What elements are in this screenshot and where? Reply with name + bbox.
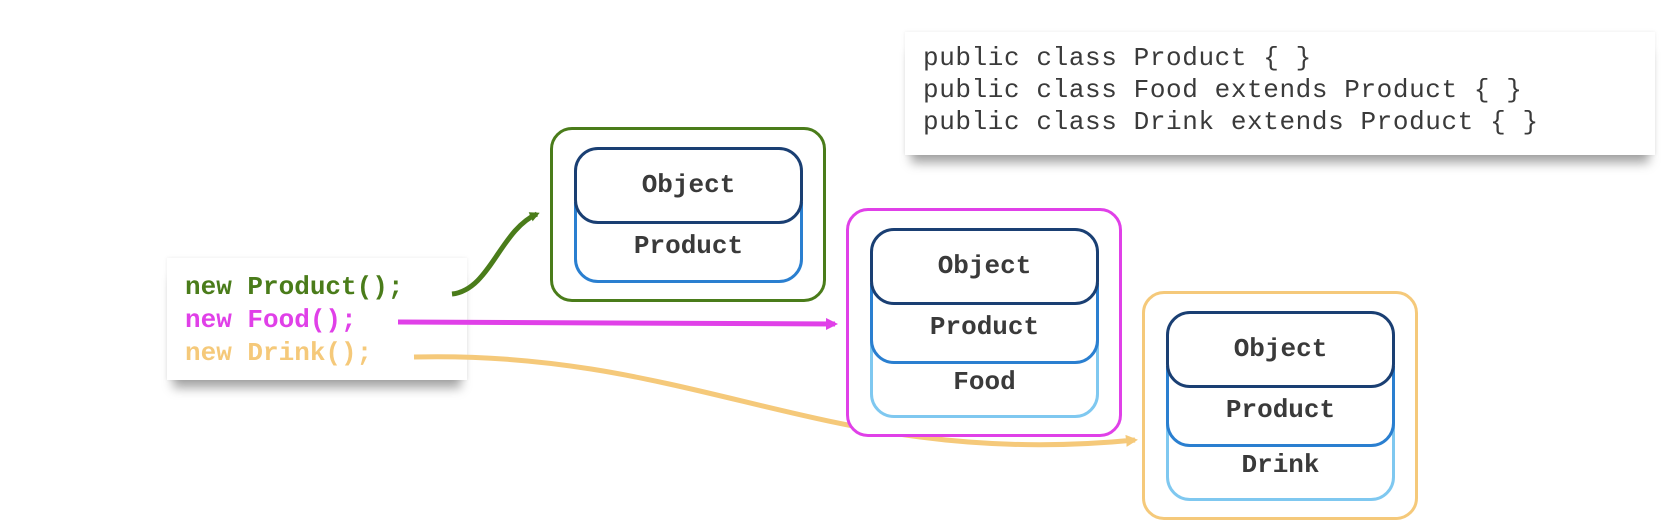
new-drink-call: new Drink(); [185, 338, 373, 368]
new-food-call: new Food(); [185, 305, 357, 335]
arrow-food [397, 317, 838, 330]
drink-instance-stack: Drink Product Object [1166, 311, 1395, 501]
new-product-call: new Product(); [185, 272, 404, 302]
object-layer: Object [1166, 311, 1395, 388]
arrow-product [451, 211, 540, 297]
drink-instance-frame: Drink Product Object [1142, 291, 1418, 520]
arrow-drink [413, 354, 1138, 448]
class-declaration-drink: public class Drink extends Product { } [923, 107, 1539, 137]
product-instance-frame: Product Object [550, 127, 826, 302]
class-declarations-note: public class Product { } public class Fo… [905, 32, 1655, 155]
object-layer: Object [870, 228, 1099, 305]
object-layer: Object [574, 147, 803, 224]
food-instance-stack: Food Product Object [870, 228, 1099, 418]
food-instance-frame: Food Product Object [846, 208, 1122, 437]
class-declaration-food: public class Food extends Product { } [923, 75, 1523, 105]
constructor-calls-note: new Product(); new Food(); new Drink(); [167, 258, 467, 380]
product-instance-stack: Product Object [574, 147, 803, 283]
class-declaration-product: public class Product { } [923, 43, 1312, 73]
